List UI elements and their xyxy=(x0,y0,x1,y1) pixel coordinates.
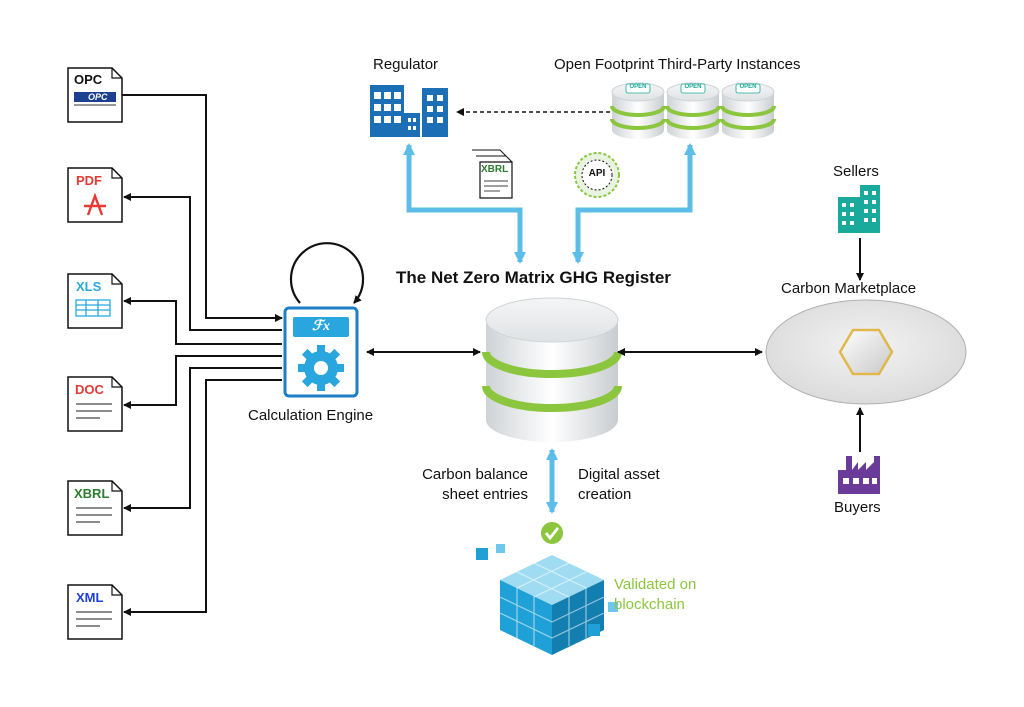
third-party-label: Open Footprint Third-Party Instances xyxy=(554,56,801,73)
file-connectors xyxy=(122,94,283,616)
third-party-db-3[interactable] xyxy=(720,82,776,139)
file-label-xls: XLS xyxy=(76,279,102,294)
regulator-label: Regulator xyxy=(373,56,439,73)
carbon-marketplace-label: Carbon Marketplace xyxy=(781,280,917,297)
gear-icon xyxy=(298,345,344,391)
regulator-building-icon[interactable] xyxy=(370,85,448,137)
ghg-register-database-icon[interactable] xyxy=(482,297,622,442)
check-icon xyxy=(539,520,565,546)
calculation-engine-label: Calculation Engine xyxy=(248,407,374,424)
file-icon-xbrl[interactable] xyxy=(67,480,123,536)
file-label-opc: OPC xyxy=(74,72,103,87)
db-badge-3: OPEN xyxy=(739,84,757,90)
carbon-marketplace-ellipse[interactable] xyxy=(765,299,967,405)
digital-asset-label: Digital asset creation xyxy=(578,466,660,503)
buyers-label: Buyers xyxy=(834,499,881,516)
file-icon-doc[interactable] xyxy=(67,376,123,432)
blockchain-cubes-icon xyxy=(476,544,618,655)
file-icon-pdf[interactable] xyxy=(67,167,123,223)
buyers-factory-icon[interactable] xyxy=(838,456,880,494)
calculation-engine-icon[interactable] xyxy=(283,242,365,398)
file-label-pdf: PDF xyxy=(76,173,102,188)
xbrl-document-icon xyxy=(472,149,513,199)
third-party-db-1[interactable] xyxy=(610,82,666,139)
api-gear-icon xyxy=(574,152,620,198)
file-icon-xml[interactable] xyxy=(67,584,123,640)
api-label: API xyxy=(588,168,606,179)
fx-label: ℱx xyxy=(311,319,330,334)
db-badge-2: OPEN xyxy=(684,84,702,90)
third-party-db-2[interactable] xyxy=(665,82,721,139)
db-badge-1: OPEN xyxy=(629,84,647,90)
sellers-building-icon[interactable] xyxy=(838,185,880,233)
sellers-label: Sellers xyxy=(833,163,879,180)
file-label-doc: DOC xyxy=(75,382,104,397)
opc-logo-text: OPC xyxy=(88,92,108,102)
file-icon-opc[interactable] xyxy=(67,67,123,123)
blockchain-label: Validated on blockchain xyxy=(614,576,697,613)
file-icon-xls[interactable] xyxy=(67,273,123,329)
carbon-balance-label: Carbon balance sheet entries xyxy=(422,466,528,503)
file-label-xml: XML xyxy=(76,590,104,605)
xbrl-doc-label: XBRL xyxy=(481,164,509,175)
register-upper-links xyxy=(403,143,696,264)
register-title: The Net Zero Matrix GHG Register xyxy=(396,268,671,287)
file-label-xbrl: XBRL xyxy=(74,486,110,501)
